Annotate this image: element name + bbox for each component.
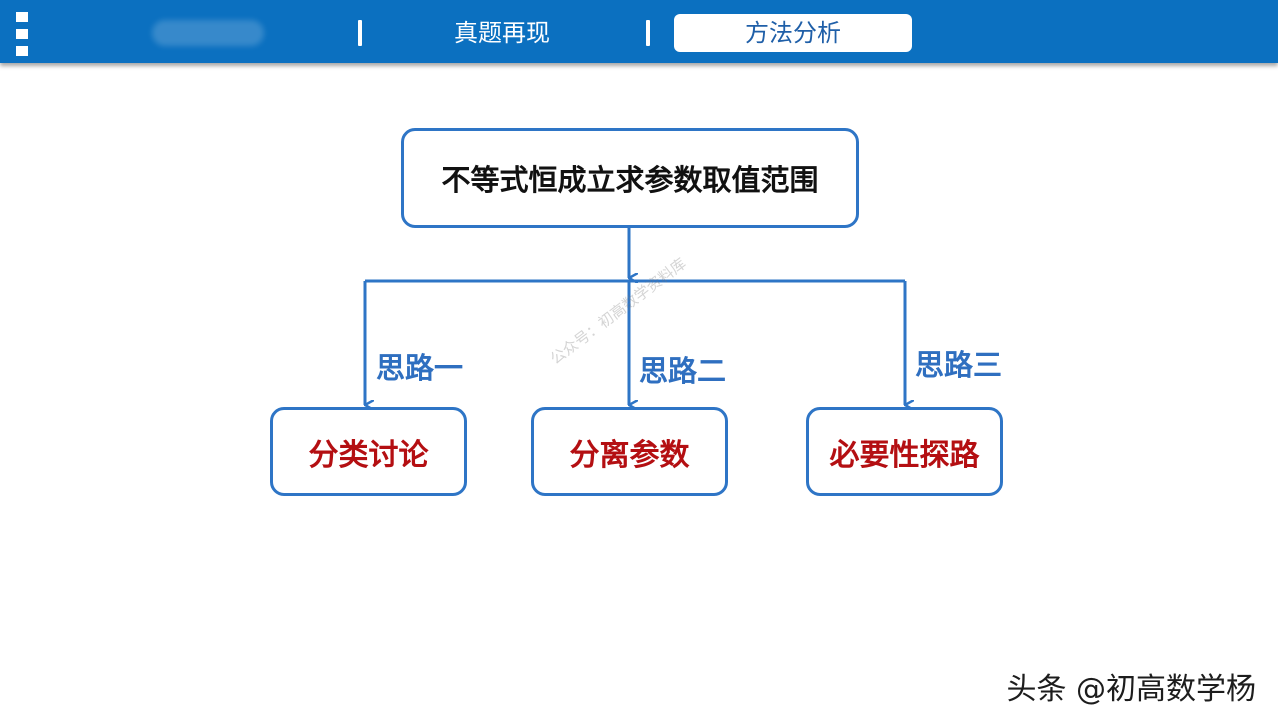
method-node-2: 分离参数 [531, 407, 728, 496]
method-node-1: 分类讨论 [270, 407, 467, 496]
route-label-3: 思路三 [915, 348, 1003, 382]
root-node-label: 不等式恒成立求参数取值范围 [441, 163, 819, 197]
logo [152, 20, 264, 46]
author-credit: 头条 @初高数学杨 [1006, 672, 1256, 707]
method-node-label: 分离参数 [569, 437, 690, 473]
method-node-label: 必要性探路 [829, 437, 980, 473]
top-nav-bar: 真题再现 方法分析 [0, 0, 1278, 63]
tab-separator [358, 20, 362, 46]
tab-method-analysis[interactable]: 方法分析 [674, 14, 912, 52]
root-node: 不等式恒成立求参数取值范围 [401, 128, 859, 228]
menu-icon[interactable] [16, 12, 28, 56]
method-node-label: 分类讨论 [308, 437, 429, 473]
method-node-3: 必要性探路 [806, 407, 1003, 496]
route-label-2: 思路二 [639, 354, 727, 388]
route-label-1: 思路一 [376, 351, 464, 385]
tab-separator [646, 20, 650, 46]
tab-exam-review[interactable]: 真题再现 [454, 19, 550, 47]
